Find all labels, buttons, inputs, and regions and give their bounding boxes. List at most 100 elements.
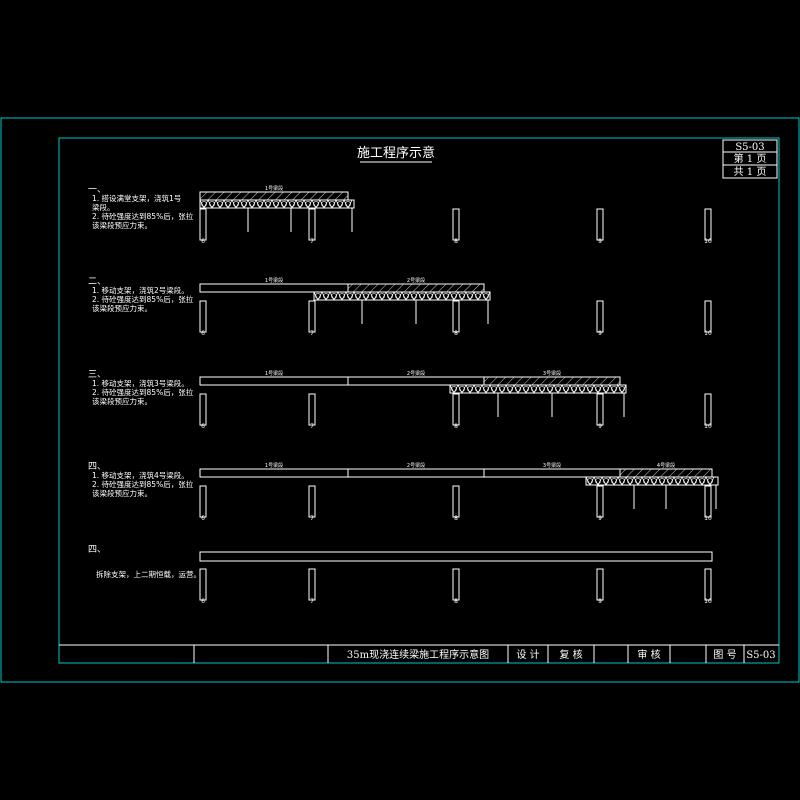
falsework-node [611,478,617,484]
pier [452,393,460,426]
stage-marker: 四、 [88,545,106,555]
falsework-node [273,201,279,207]
falsework-brace [313,291,323,301]
falsework-node [347,293,353,299]
falsework-brace [537,384,547,394]
falsework-brace [625,476,635,486]
falsework-brace [673,476,683,486]
pier-label: 9 [598,515,602,522]
falsework-brace [377,291,387,301]
falsework-node [611,386,617,392]
completed-segment [483,468,621,478]
falsework-brace [449,291,459,301]
falsework-brace [449,384,459,394]
falsework-node [289,201,295,207]
inner-frame [58,137,780,664]
stage-instruction: 该梁段预应力束。 [92,396,152,406]
falsework-brace [481,384,491,394]
pier [308,485,316,518]
pier-label: 9 [598,238,602,245]
falsework-node [619,478,625,484]
pier [452,300,460,333]
stage-instruction: 拆除支架，上二期恒载，运营。 [96,569,201,579]
falsework-brace [617,384,627,394]
falsework-node [403,293,409,299]
falsework-node [507,386,513,392]
pier-label: 6 [201,423,205,430]
falsework-brace [569,384,579,394]
falsework-brace [601,384,611,394]
pier [596,208,604,241]
pier-label: 7 [310,423,314,430]
falsework-node [491,386,497,392]
drawing-no: S5-03 [746,650,775,661]
falsework-brace [401,291,411,301]
falsework-node [225,201,231,207]
falsework-brace [593,476,603,486]
falsework-node [451,386,457,392]
falsework-brace [337,291,347,301]
falsework-node [297,201,303,207]
falsework-node [563,386,569,392]
falsework-brace [521,384,531,394]
pier-label: 10 [704,515,712,522]
falsework-brace [617,476,627,486]
falsework-brace [271,199,281,209]
falsework-brace [223,199,233,209]
falsework-brace [657,476,667,486]
falsework-brace [207,199,217,209]
pier-label: 6 [201,330,205,337]
falsework-brace [697,476,707,486]
falsework-node [209,201,215,207]
falsework-brace [665,476,675,486]
completed-segment [199,283,349,293]
pier [596,300,604,333]
falsework-brace [393,291,403,301]
segment-label: 3号梁段 [543,370,561,377]
title-block: 35m现浇连续梁施工程序示意图 设 计 复 核 审 核 图 号 S5-03 [59,644,779,663]
falsework-brace [609,384,619,394]
falsework-brace [585,384,595,394]
falsework-node [249,201,255,207]
pier-label: 8 [454,330,458,337]
falsework-brace [513,384,523,394]
falsework-node [313,201,319,207]
falsework-brace [609,476,619,486]
pier [704,568,712,601]
pier-label: 6 [201,238,205,245]
falsework-node [539,386,545,392]
falsework-node [315,293,321,299]
falsework-node [587,478,593,484]
falsework-brace [529,384,539,394]
falsework-node [443,293,449,299]
stage-instruction: 该梁段预应力束。 [92,303,152,313]
current-segment [619,468,713,478]
pier-label: 10 [704,330,712,337]
falsework-brace [353,291,363,301]
falsework-brace [593,384,603,394]
pier [199,393,207,426]
pier [199,568,207,601]
falsework-brace [361,291,371,301]
falsework-node [395,293,401,299]
falsework-node [451,293,457,299]
falsework-node [329,201,335,207]
falsework-brace [633,476,643,486]
falsework-node [691,478,697,484]
drawing-name: 35m现浇连续梁施工程序示意图 [347,648,489,661]
pier [308,393,316,426]
falsework-brace [287,199,297,209]
falsework-brace [553,384,563,394]
segment-label: 2号梁段 [407,277,425,284]
falsework-brace [505,384,515,394]
falsework-node [483,293,489,299]
falsework-brace [481,291,491,301]
current-segment [483,376,621,386]
falsework-brace [417,291,427,301]
pier-label: 8 [454,423,458,430]
falsework-node [435,293,441,299]
falsework-node [321,201,327,207]
falsework-brace [295,199,305,209]
pier [596,485,604,518]
